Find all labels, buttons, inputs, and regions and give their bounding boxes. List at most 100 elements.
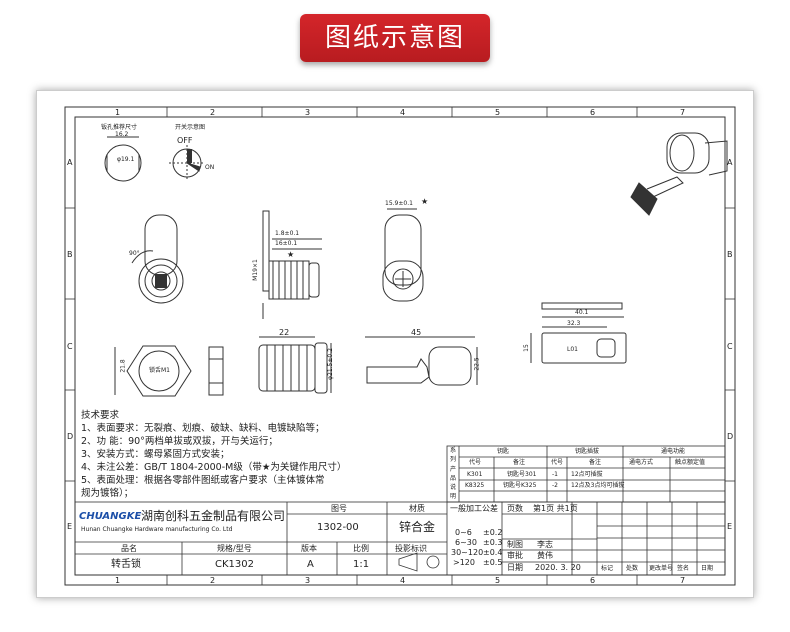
tech-line: 4、未注公差：GB/T 1804-2000-M级（带★为关键作用尺寸） xyxy=(81,462,347,473)
col-label: 1 xyxy=(115,576,121,585)
spec-label: 规格/型号 xyxy=(217,544,252,553)
tech-line: 5、表面处理：根据各零部件图纸或客户要求（主体镀体常 xyxy=(81,475,325,486)
table-cell: 12点可插拔 xyxy=(571,471,603,478)
table-cell: 钥匙号K325 xyxy=(503,482,537,489)
tech-line: 1、表面要求：无裂痕、划痕、破缺、缺料、电镀缺陷等； xyxy=(81,423,325,434)
col-label: 6 xyxy=(590,576,596,585)
row-label: E xyxy=(67,522,73,531)
dim-32-3: 32.3 xyxy=(567,320,581,327)
col-label: 3 xyxy=(305,576,311,585)
tech-line: 3、安装方式：螺母紧固方式安装； xyxy=(81,449,230,460)
pages: 第1页 共1页 xyxy=(533,504,578,513)
tol-range: 30~120 xyxy=(451,548,484,557)
tech-line: 规为镀铬）； xyxy=(81,488,134,499)
table-cell: -1 xyxy=(552,471,558,478)
table-cell: 钥匙号301 xyxy=(507,471,537,478)
tol-range: 0~6 xyxy=(455,528,472,537)
tol-value: ±0.4 xyxy=(483,548,503,557)
col-label: 7 xyxy=(680,108,686,117)
hole-label: 钣孔推荐尺寸 xyxy=(101,124,138,131)
dim-22-5: 22.5 xyxy=(473,357,481,371)
tech-title: 技术要求 xyxy=(81,410,120,421)
tolerance-label: 一般加工公差 xyxy=(450,504,498,513)
reviewed-by: 黄伟 xyxy=(537,551,553,560)
col-label: 4 xyxy=(400,108,406,117)
drawing-no: 1302-00 xyxy=(317,522,359,533)
switch-on: ON xyxy=(205,164,215,171)
nut-size: 21.8 xyxy=(119,359,127,373)
product-name: 转舌锁 xyxy=(111,559,141,570)
material: 锌合金 xyxy=(399,520,436,534)
tol-value: ±0.5 xyxy=(483,558,503,567)
dim-1-8: 1.8±0.1 xyxy=(275,230,300,237)
angle-label: 90° xyxy=(129,250,140,257)
drawing-no-label: 图号 xyxy=(331,504,347,513)
group-power: 通电功能 xyxy=(661,448,686,455)
side-char: 品 xyxy=(450,475,457,482)
review-label: 审批 xyxy=(507,551,523,560)
pages-label: 页数 xyxy=(507,504,523,513)
dim-22: 22 xyxy=(279,328,290,337)
rev-header: 更改单号 xyxy=(649,565,674,572)
company-name-en: Hunan Chuangke Hardware manufacturing Co… xyxy=(81,526,233,533)
key-dim-star: ★ xyxy=(287,250,295,259)
projection-label: 投影标识 xyxy=(395,544,427,553)
company-name: 湖南创科五金制品有限公司 xyxy=(141,509,286,523)
scale: 1:1 xyxy=(353,559,370,570)
dim-16: 16±0.1 xyxy=(275,240,298,247)
rev-header: 处数 xyxy=(626,565,639,572)
dim-45: 45 xyxy=(411,328,422,337)
col-label: 2 xyxy=(210,108,216,117)
side-char: 说 xyxy=(450,484,457,491)
dim-dia: φ21.5±0.2 xyxy=(326,348,334,380)
made-by: 李志 xyxy=(537,540,553,549)
col-label: 1 xyxy=(115,108,121,117)
dim-15: 15 xyxy=(522,344,530,352)
group-insert: 钥匙插拔 xyxy=(575,448,600,455)
row-label: B xyxy=(727,250,733,259)
product-spec: CK1302 xyxy=(215,559,254,570)
table-cell: -2 xyxy=(552,482,558,489)
col-label: 3 xyxy=(305,108,311,117)
tech-line: 2、功 能：90°两档单拔或双拔，开与关运行； xyxy=(81,436,278,447)
col-label: 4 xyxy=(400,576,406,585)
side-char: 产 xyxy=(450,466,457,473)
side-char: 系 xyxy=(450,447,457,454)
hole-width: 16.2 xyxy=(115,131,129,138)
row-label: A xyxy=(67,158,73,167)
table-cell: 12点及3点均可插拔 xyxy=(571,482,625,489)
th-rating: 触点额定值 xyxy=(675,459,706,466)
tol-range: >120 xyxy=(453,558,475,567)
nut-label: 锁舌M1 xyxy=(149,367,170,374)
dim-40-1: 40.1 xyxy=(575,309,589,316)
version-label: 版本 xyxy=(301,544,317,553)
col-label: 2 xyxy=(210,576,216,585)
switch-off: OFF xyxy=(177,136,193,145)
row-label: D xyxy=(727,432,734,441)
th-note: 备注 xyxy=(589,459,602,466)
tol-value: ±0.3 xyxy=(483,538,503,547)
switch-label: 开关示意图 xyxy=(175,124,206,131)
row-label: E xyxy=(727,522,733,531)
date-label: 日期 xyxy=(507,563,523,572)
version: A xyxy=(307,559,314,570)
dim-15-9: 15.9±0.1 xyxy=(385,200,413,207)
rev-header: 标记 xyxy=(601,565,614,572)
row-label: A xyxy=(727,158,733,167)
table-cell: K8325 xyxy=(465,482,485,489)
hole-dia: φ19.1 xyxy=(117,156,135,163)
company-logo: CHUANGKE xyxy=(79,511,142,522)
group-key: 钥匙 xyxy=(497,448,510,455)
tol-value: ±0.2 xyxy=(483,528,503,537)
key-dim-star: ★ xyxy=(421,197,429,206)
thread-label: M19×1 xyxy=(251,259,259,281)
row-label: B xyxy=(67,250,73,259)
tongue-code: L01 xyxy=(567,346,578,353)
col-label: 6 xyxy=(590,108,596,117)
table-cell: K301 xyxy=(467,471,483,478)
drawing-linework xyxy=(64,106,736,586)
side-char: 列 xyxy=(450,456,457,463)
banner-title: 图纸示意图 xyxy=(300,14,490,62)
side-char: 明 xyxy=(450,493,457,500)
th-note: 备注 xyxy=(513,459,526,466)
